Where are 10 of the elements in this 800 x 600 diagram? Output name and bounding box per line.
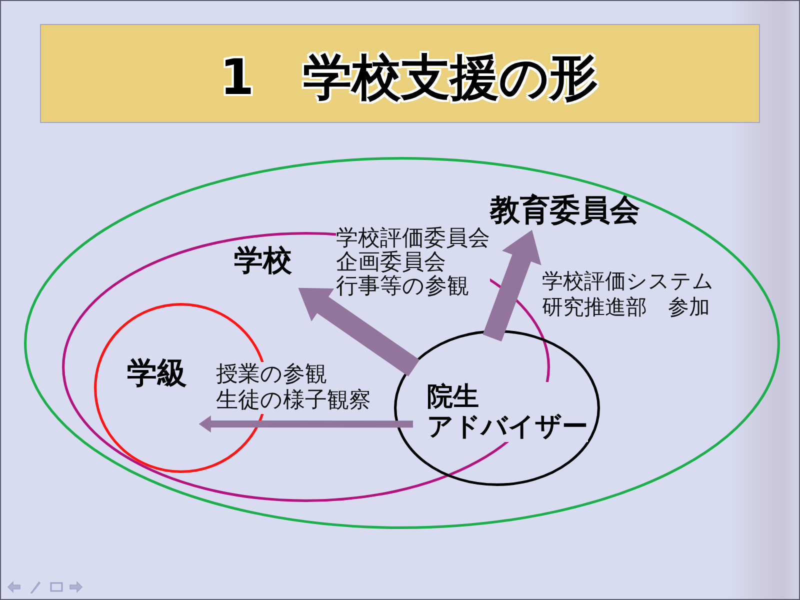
edge-label: 学校評価システム研究推進部 参加 xyxy=(542,268,714,320)
title-banner: 1 学校支援の形 xyxy=(40,24,760,123)
region-label: 学級 xyxy=(127,359,187,389)
region-label: 教育委員会 xyxy=(490,196,640,226)
region-label: 学校 xyxy=(234,245,292,275)
ellipse xyxy=(394,330,600,486)
arrow xyxy=(198,416,413,432)
ellipse-label: 院生アドバイザー xyxy=(427,382,588,442)
edge-label: 授業の参観生徒の様子観察 xyxy=(216,362,371,414)
edge-label: 学校評価委員会企画委員会行事等の参観 xyxy=(336,227,490,299)
